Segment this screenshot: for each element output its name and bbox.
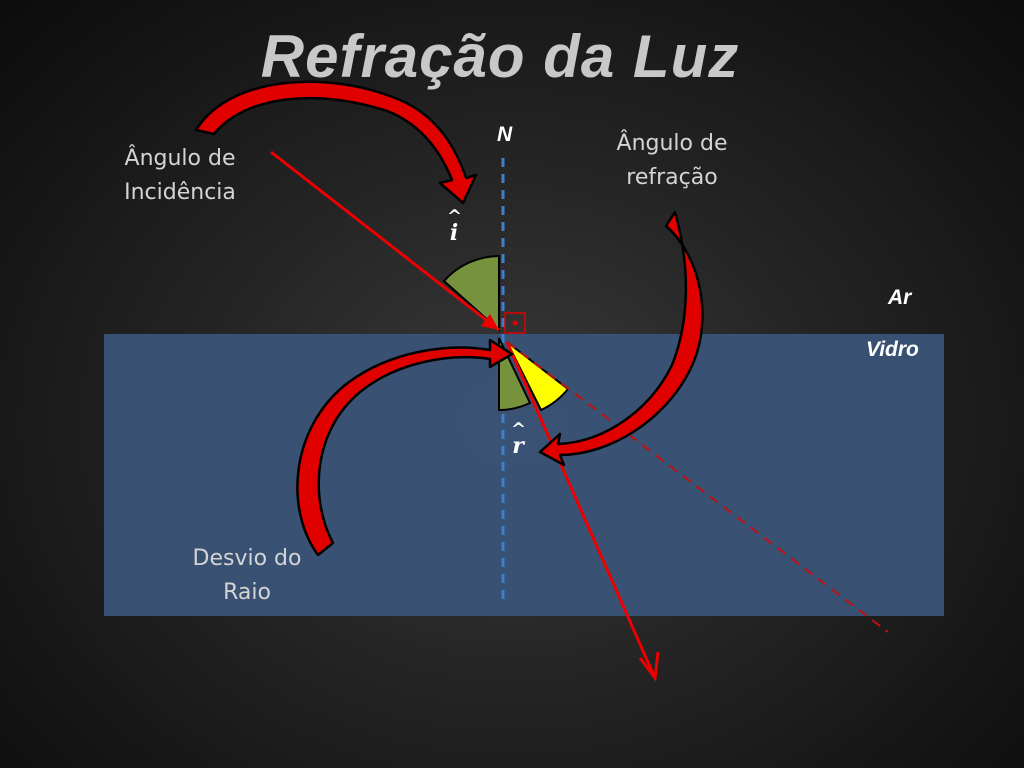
slide-title: Refração da Luz [260, 23, 740, 90]
ray-deviation-label-line2: Raio [223, 580, 271, 605]
refraction-angle-label-line2: refração [626, 165, 718, 190]
refraction-angle-label: Ângulo de refração [597, 127, 747, 195]
curved-arrow-icon [296, 338, 514, 557]
refraction-angle-label-line1: Ângulo de [616, 131, 728, 156]
incidence-hat: ^ [447, 206, 463, 227]
curved-arrow-icon [194, 80, 478, 205]
incidence-symbol-text: i [449, 220, 459, 246]
incidence-angle-label-line1: Ângulo de [124, 146, 236, 171]
ray-deviation-label: Desvio do Raio [172, 542, 322, 610]
refracted-ray-arrowhead [638, 651, 660, 682]
normal-label: N [497, 123, 513, 146]
refraction-symbol-text: r [512, 433, 524, 459]
incident-ray-extension [506, 341, 889, 633]
incidence-angle-label-line2: Incidência [124, 180, 236, 205]
incidence-angle-label: Ângulo de Incidência [105, 142, 255, 210]
right-angle-icon [504, 312, 526, 334]
refracted-ray [505, 341, 656, 677]
refraction-hat: ^ [511, 419, 527, 440]
incidence-angle-wedge [442, 254, 500, 333]
incident-ray [270, 150, 500, 332]
ray-deviation-label-line1: Desvio do [192, 546, 302, 571]
refraction-symbol: ^ r [508, 419, 528, 459]
curved-arrow-icon [538, 210, 704, 467]
incident-ray-arrowhead [481, 314, 499, 330]
medium-bottom-label: Vidro [866, 338, 919, 361]
right-angle-dot [512, 320, 518, 326]
medium-top-label: Ar [888, 286, 912, 309]
incidence-symbol: ^ i [444, 206, 464, 246]
